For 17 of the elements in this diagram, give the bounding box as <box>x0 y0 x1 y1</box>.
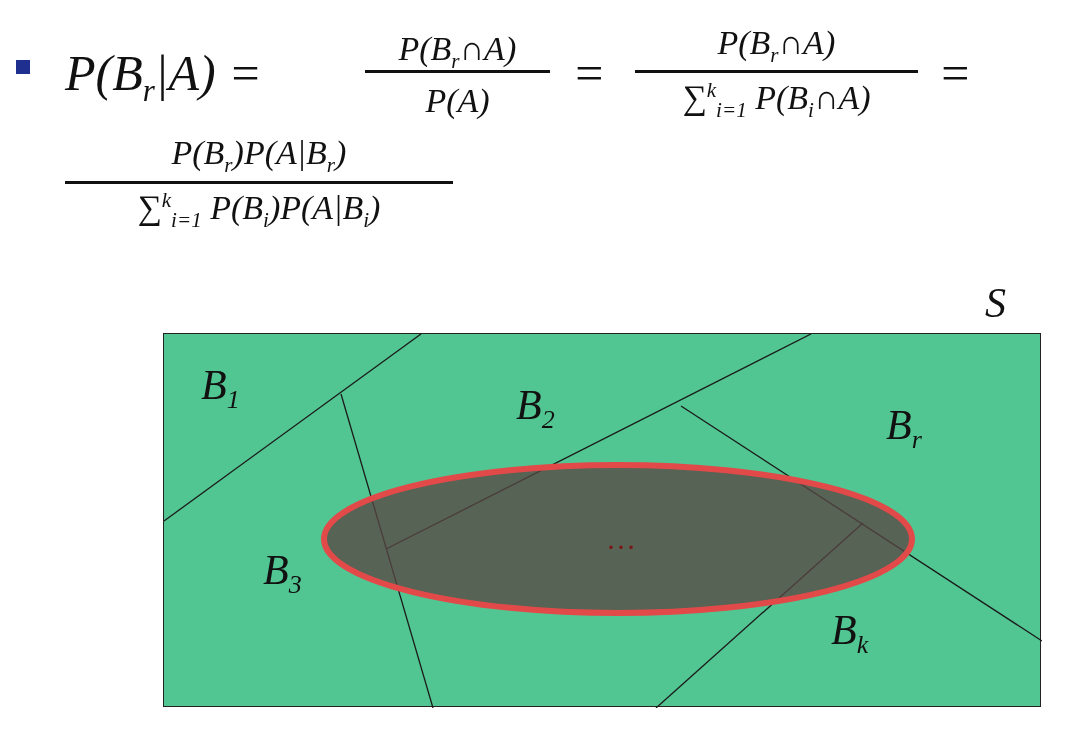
formula-denominator: ∑$^{k}$$_{i=1}$ P(B$_{i}$)P(A|B$_{i}$) <box>137 190 381 232</box>
region-label: B$_{k}$ <box>831 609 869 659</box>
equals-sign: = <box>572 48 606 98</box>
region-label: B$_{r}$ <box>886 404 922 454</box>
formula-text: P(B$_{r}$|A) = <box>65 48 262 106</box>
sample-space-rectangle <box>163 333 1041 707</box>
region-label: B$_{3}$ <box>263 549 302 599</box>
set-label: S <box>985 282 1006 324</box>
region-label: B$_{1}$ <box>201 364 240 414</box>
region-label: B$_{2}$ <box>516 384 555 434</box>
formula-numerator: P(B$_{r}$∩A) <box>398 32 517 72</box>
formula-numerator: P(B$_{r}$∩A) <box>717 26 836 66</box>
formula-denominator: P(A) <box>425 84 490 118</box>
ellipsis-label: … <box>606 524 636 554</box>
formula-denominator: ∑$^{k}$$_{i=1}$ P(B$_{i}$∩A) <box>682 80 871 122</box>
formula-numerator: P(B$_{r}$)P(A|B$_{r}$) <box>171 136 347 176</box>
equals-sign: = <box>938 48 972 98</box>
